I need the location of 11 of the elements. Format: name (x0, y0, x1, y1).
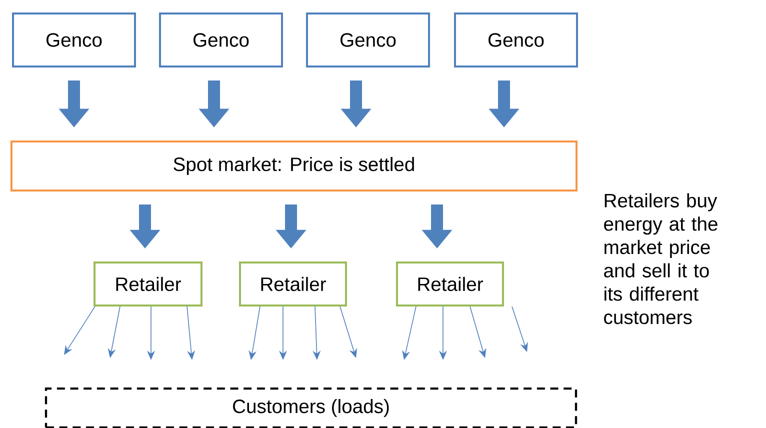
process-box: Genco (454, 12, 578, 68)
arrow (64, 306, 96, 355)
process-box: Spot market: Price is settled (10, 140, 578, 192)
note-text: Retailers buy energy at the market price and sell it to its different customers (604, 193, 718, 324)
process-box: Genco (306, 12, 430, 68)
process-box: Retailer (239, 262, 347, 306)
process-box: Retailer (94, 262, 202, 306)
process-box: Retailer (396, 262, 504, 306)
process-box: Genco (159, 12, 283, 68)
process-box: Genco (12, 12, 136, 68)
dashed-box: Customers (loads) (44, 387, 578, 428)
